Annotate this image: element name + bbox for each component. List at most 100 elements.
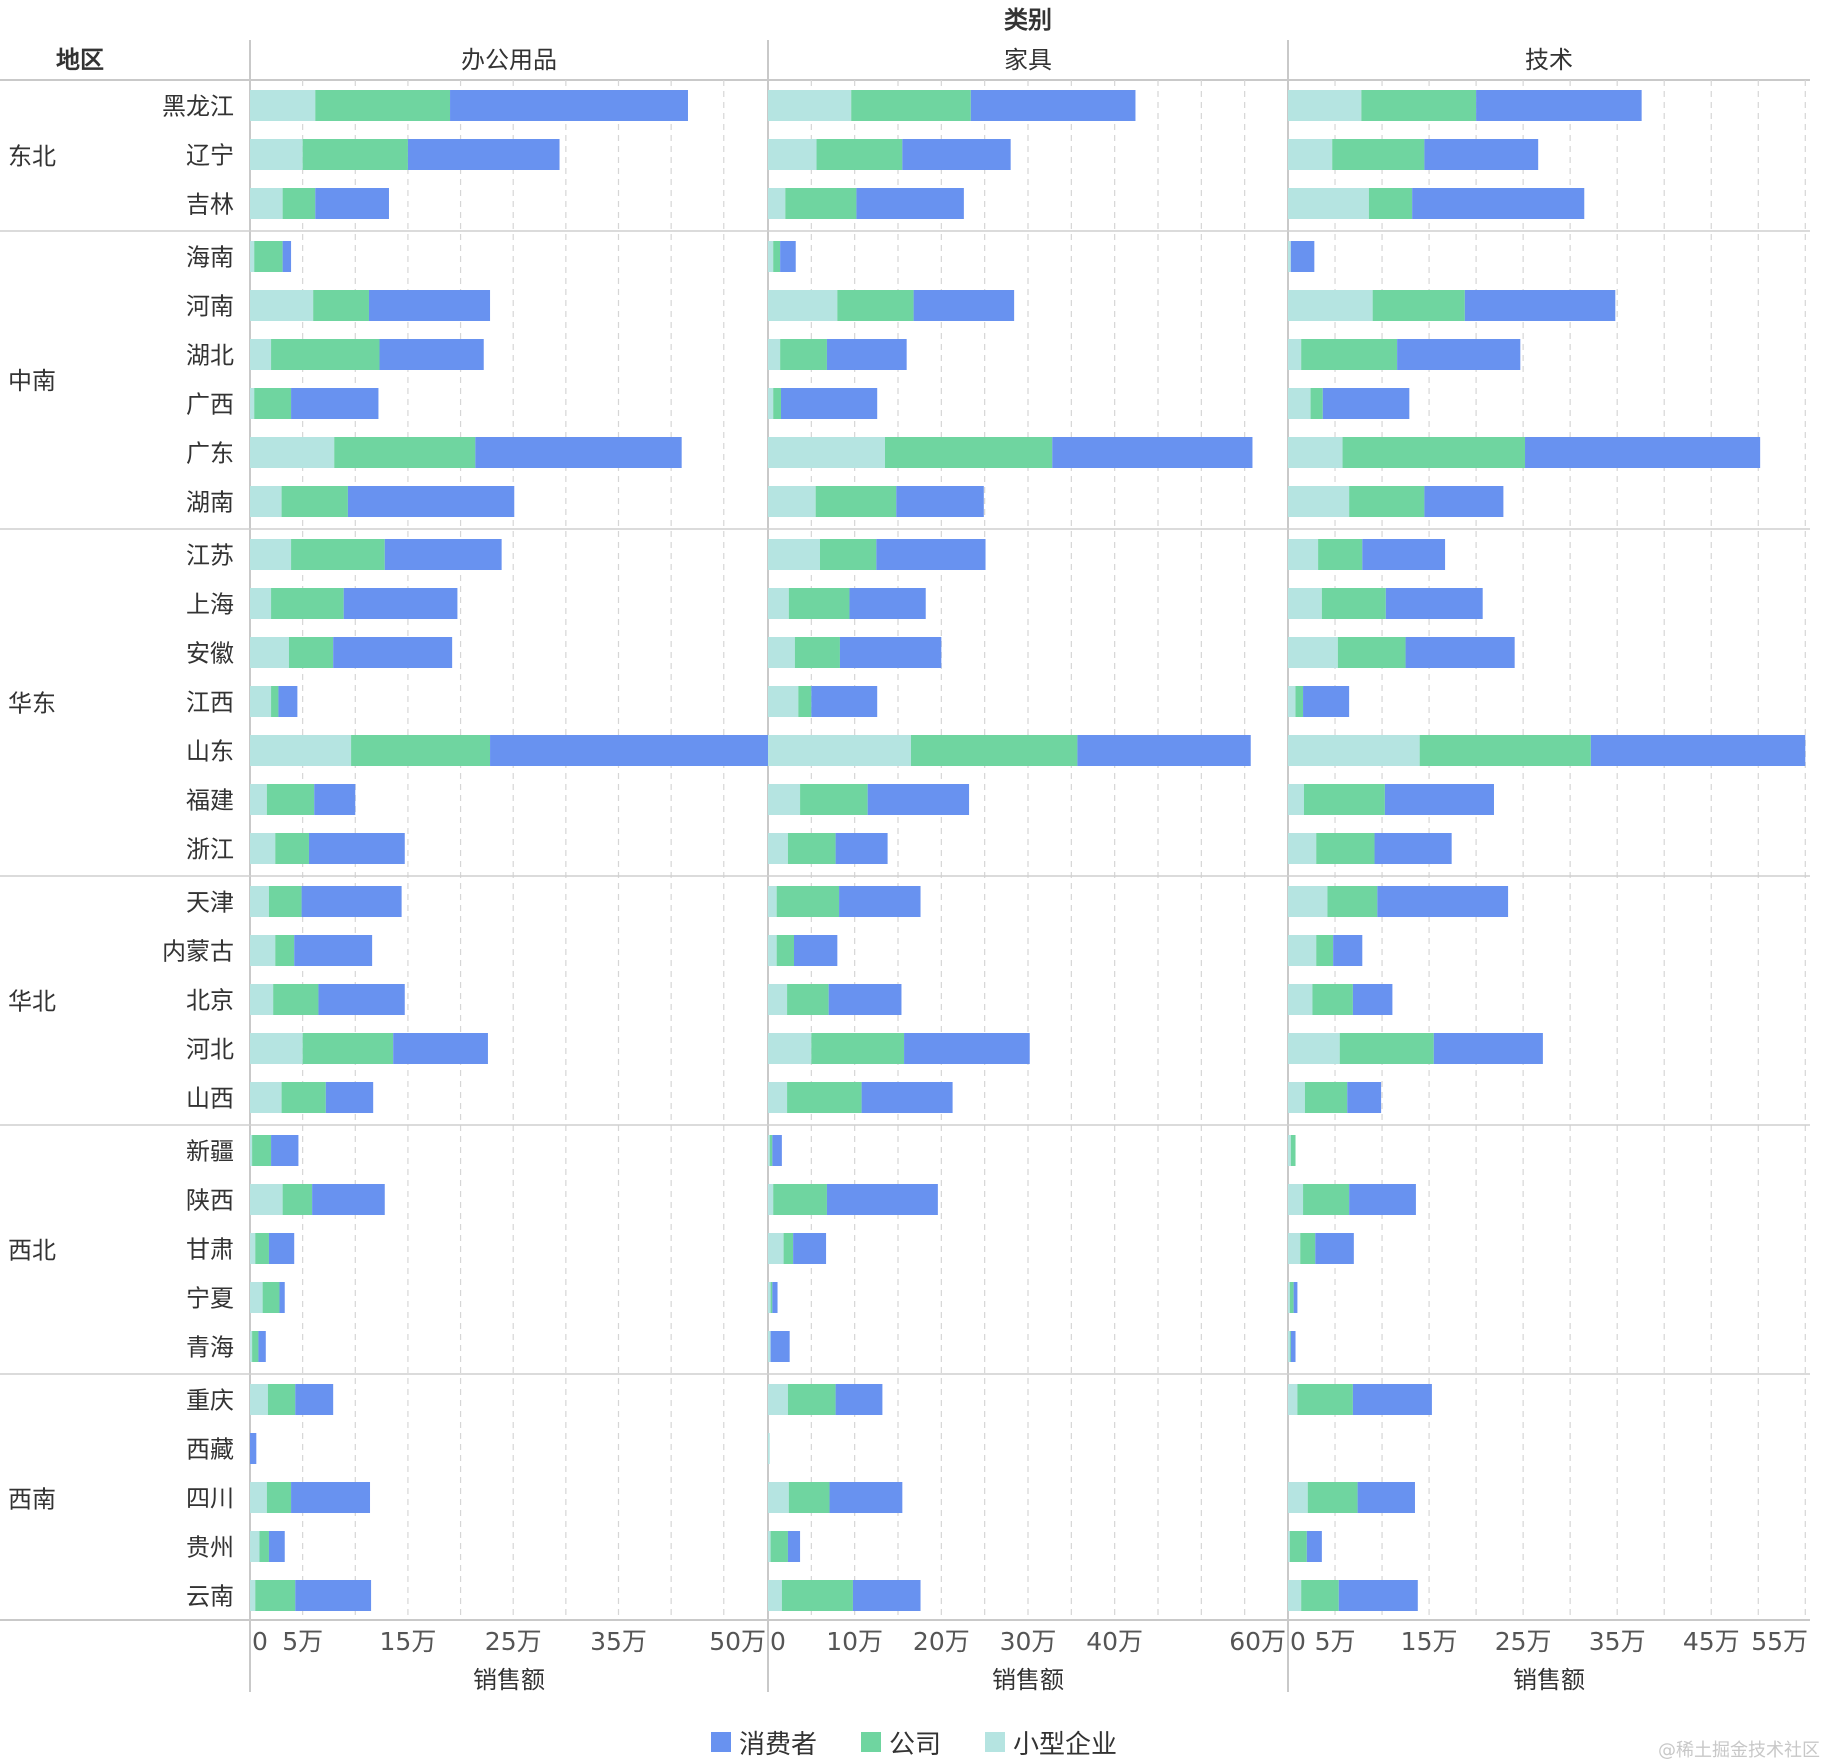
bar-segment <box>1288 188 1369 219</box>
bar-segment <box>1288 784 1304 815</box>
bar-segment <box>258 1331 266 1362</box>
bar-segment <box>829 1482 903 1513</box>
province-label: 辽宁 <box>186 142 234 170</box>
bar-segment <box>1052 437 1253 468</box>
bar-segment <box>1288 1531 1290 1562</box>
bar-segment <box>1338 1580 1418 1611</box>
bar-segment <box>769 1135 773 1166</box>
province-label: 贵州 <box>186 1534 234 1562</box>
bar-segment <box>250 1282 263 1313</box>
province-label: 内蒙古 <box>162 938 234 966</box>
x-tick-label: 30万 <box>1000 1627 1057 1656</box>
bar-segment <box>1297 1384 1353 1415</box>
bar-segment <box>1288 1580 1302 1611</box>
bar-segment <box>787 984 829 1015</box>
bar-segment <box>867 784 970 815</box>
bar-segment <box>1288 139 1333 170</box>
bar-segment <box>351 735 491 766</box>
bar-segment <box>1312 984 1353 1015</box>
bar-segment <box>787 1384 836 1415</box>
bar-segment <box>1288 1233 1301 1264</box>
bar-segment <box>1332 139 1425 170</box>
bar-segment <box>770 1282 773 1313</box>
bar-segment <box>1397 339 1521 370</box>
bar-segment <box>250 1433 257 1464</box>
bar-segment <box>811 686 878 717</box>
panel-title-2: 技术 <box>1525 46 1573 74</box>
bar-segment <box>1303 1184 1350 1215</box>
bar-segment <box>250 1082 282 1113</box>
province-label: 江苏 <box>186 542 234 570</box>
bar-segment <box>450 90 688 121</box>
bar-segment <box>255 1233 269 1264</box>
bar-segment <box>768 1282 771 1313</box>
province-label: 吉林 <box>186 191 234 219</box>
bar-segment <box>768 1082 788 1113</box>
bar-segment <box>250 1135 253 1166</box>
bar-segment <box>768 437 885 468</box>
bar-segment <box>772 1282 778 1313</box>
legend-item-consumer[interactable]: 消费者 <box>710 1724 817 1761</box>
bar-segment <box>856 188 964 219</box>
bar-segment <box>282 241 292 272</box>
x-tick-label: 45万 <box>1683 1627 1740 1656</box>
bar-segment <box>1315 1233 1354 1264</box>
bar-segment <box>768 984 788 1015</box>
bar-segment <box>334 437 476 468</box>
bar-segment <box>1288 1135 1291 1166</box>
province-label: 重庆 <box>186 1387 234 1415</box>
bar-segment <box>768 188 786 219</box>
x-tick-label: 50万 <box>709 1627 766 1656</box>
bar-segment <box>282 1184 313 1215</box>
bar-segment <box>768 1033 812 1064</box>
bar-segment <box>768 90 852 121</box>
bar-segment <box>250 1482 267 1513</box>
bar-segment <box>291 1482 371 1513</box>
bar-segment <box>384 539 502 570</box>
bar-segment <box>768 1233 784 1264</box>
bar-segment <box>379 339 484 370</box>
bar-segment <box>254 388 292 419</box>
bar-segment <box>1288 90 1362 121</box>
bar-segment <box>259 1531 269 1562</box>
bar-segment <box>1295 686 1304 717</box>
bar-segment <box>250 1384 268 1415</box>
bar-segment <box>1307 1482 1358 1513</box>
x-axis-title: 销售额 <box>1513 1666 1585 1694</box>
bar-segment <box>780 241 796 272</box>
x-tick-label: 15万 <box>1401 1627 1458 1656</box>
bar-segment <box>1301 1580 1339 1611</box>
province-label: 新疆 <box>186 1138 234 1166</box>
bar-segment <box>1289 1331 1291 1362</box>
bar-segment <box>295 1384 334 1415</box>
legend-item-small-business[interactable]: 小型企业 <box>985 1724 1117 1761</box>
x-tick-label: 35万 <box>1589 1627 1646 1656</box>
bar-segment <box>1301 339 1398 370</box>
bar-segment <box>250 339 272 370</box>
bar-segment <box>268 1531 285 1562</box>
bar-segment <box>876 539 986 570</box>
bar-segment <box>271 339 380 370</box>
bar-segment <box>271 588 344 619</box>
watermark: @稀土掘金技术社区 <box>1658 1740 1820 1761</box>
bar-segment <box>268 1233 295 1264</box>
bar-segment <box>1300 1233 1316 1264</box>
bar-segment <box>368 290 491 321</box>
bar-segment <box>1288 935 1317 966</box>
bar-segment <box>781 388 878 419</box>
bar-segment <box>254 241 283 272</box>
bar-segment <box>815 486 897 517</box>
x-tick-label: 0 <box>252 1627 268 1656</box>
legend-item-corporate[interactable]: 公司 <box>860 1724 941 1761</box>
bar-segment <box>1424 139 1539 170</box>
bar-segment <box>787 833 836 864</box>
bar-segment <box>271 1135 299 1166</box>
bar-segment <box>783 1233 794 1264</box>
bar-segment <box>768 1331 771 1362</box>
bar-segment <box>1316 833 1375 864</box>
bar-segment <box>1316 935 1334 966</box>
bar-segment <box>1310 388 1323 419</box>
bar-segment <box>1288 339 1302 370</box>
bar-segment <box>1424 486 1504 517</box>
bar-segment <box>1433 1033 1543 1064</box>
